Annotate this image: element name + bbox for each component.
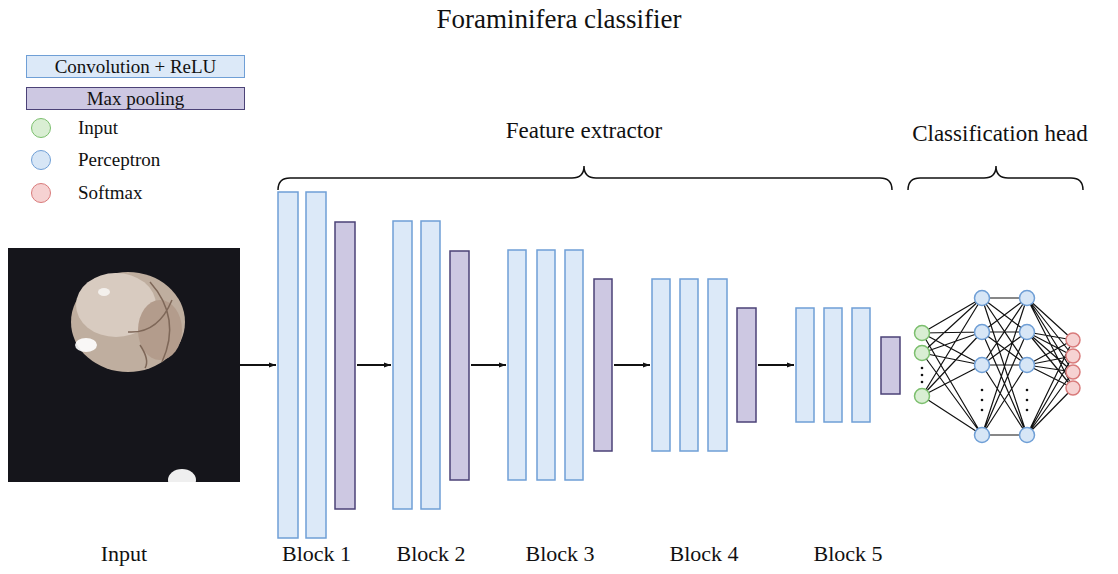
- perceptron-neuron: [1020, 358, 1035, 373]
- ellipsis-dot: [921, 367, 924, 370]
- conv-layer: [796, 308, 814, 422]
- legend-swatch: Max pooling: [26, 87, 245, 110]
- legend-swatch: Convolution + ReLU: [26, 55, 245, 78]
- conv-layer: [565, 250, 583, 480]
- conv-layer: [421, 221, 440, 509]
- flow-arrow: [240, 364, 276, 366]
- legend-text: Input: [78, 117, 118, 139]
- ellipsis-dot: [921, 374, 924, 377]
- flow-arrow: [471, 364, 506, 366]
- conv-layer: [537, 250, 555, 480]
- perceptron-neuron: [1020, 428, 1035, 443]
- legend-swatch: [31, 118, 51, 138]
- perceptron-neuron: [975, 428, 990, 443]
- conv-layer: [824, 308, 842, 422]
- ellipsis-dot: [981, 409, 984, 412]
- block-label: Block 5: [813, 541, 882, 566]
- section-label: Feature extractor: [506, 118, 662, 144]
- conv-layer: [708, 279, 727, 451]
- ellipsis-dot: [981, 399, 984, 402]
- conv-layer: [652, 279, 670, 451]
- block-label: Input: [101, 541, 147, 566]
- diagram-title: Foraminifera classifier: [436, 4, 681, 35]
- block-label: Block 1: [282, 541, 351, 566]
- perceptron-neuron: [1020, 291, 1035, 306]
- shell-highlight: [75, 338, 97, 352]
- flow-arrow: [758, 364, 794, 366]
- shell-highlight: [98, 288, 110, 296]
- conv-layer: [278, 192, 298, 538]
- ellipsis-dot: [1026, 389, 1029, 392]
- ellipsis-dot: [1026, 399, 1029, 402]
- perceptron-neuron: [975, 358, 990, 373]
- pooling-layer: [594, 279, 612, 451]
- legend-swatch: [31, 183, 51, 203]
- ellipsis-dot: [981, 389, 984, 392]
- block-label: Block 3: [525, 541, 594, 566]
- softmax-neuron: [1066, 381, 1080, 395]
- shell-suture: [128, 282, 172, 368]
- shell-body: [71, 272, 185, 372]
- legend-text: Convolution + ReLU: [55, 56, 217, 78]
- block-label: Block 4: [669, 541, 738, 566]
- conv-block: Block 1: [276, 192, 357, 568]
- section-label: Classification head: [912, 121, 1088, 147]
- block-label: Block 2: [396, 541, 465, 566]
- conv-layer: [852, 308, 870, 422]
- debris-particle: [168, 469, 196, 482]
- perceptron-neuron: [1020, 325, 1035, 340]
- conv-layer: [680, 279, 698, 451]
- softmax-neuron: [1066, 365, 1080, 379]
- flow-arrow: [357, 364, 391, 366]
- input-neuron: [915, 326, 930, 341]
- curly-brace: [278, 166, 892, 190]
- legend-text: Perceptron: [78, 149, 160, 171]
- conv-layer: [508, 250, 526, 480]
- flow-arrow: [614, 364, 650, 366]
- pooling-layer: [737, 308, 756, 422]
- ellipsis-dot: [921, 381, 924, 384]
- network-connections: [922, 298, 1073, 435]
- perceptron-neuron: [975, 325, 990, 340]
- conv-block: Block 3: [506, 250, 614, 568]
- input-neuron: [915, 389, 930, 404]
- perceptron-neuron: [975, 291, 990, 306]
- input-neuron: [915, 346, 930, 361]
- conv-block: Block 5: [794, 308, 902, 568]
- conv-block: Block 4: [650, 279, 758, 568]
- softmax-neuron: [1066, 333, 1080, 347]
- curly-brace: [908, 166, 1083, 190]
- legend-swatch: [31, 150, 51, 170]
- conv-block: Block 2: [391, 221, 471, 568]
- image-background: [8, 248, 240, 482]
- input-image: [8, 248, 240, 482]
- pooling-layer: [881, 337, 900, 394]
- pooling-layer: [335, 222, 355, 509]
- conv-layer: [393, 221, 412, 509]
- ellipsis-dot: [1026, 409, 1029, 412]
- pooling-layer: [450, 251, 469, 480]
- softmax-neuron: [1066, 349, 1080, 363]
- legend-text: Max pooling: [87, 88, 185, 110]
- input-panel: Input: [8, 248, 240, 568]
- legend-text: Softmax: [78, 182, 142, 204]
- conv-layer: [306, 192, 326, 538]
